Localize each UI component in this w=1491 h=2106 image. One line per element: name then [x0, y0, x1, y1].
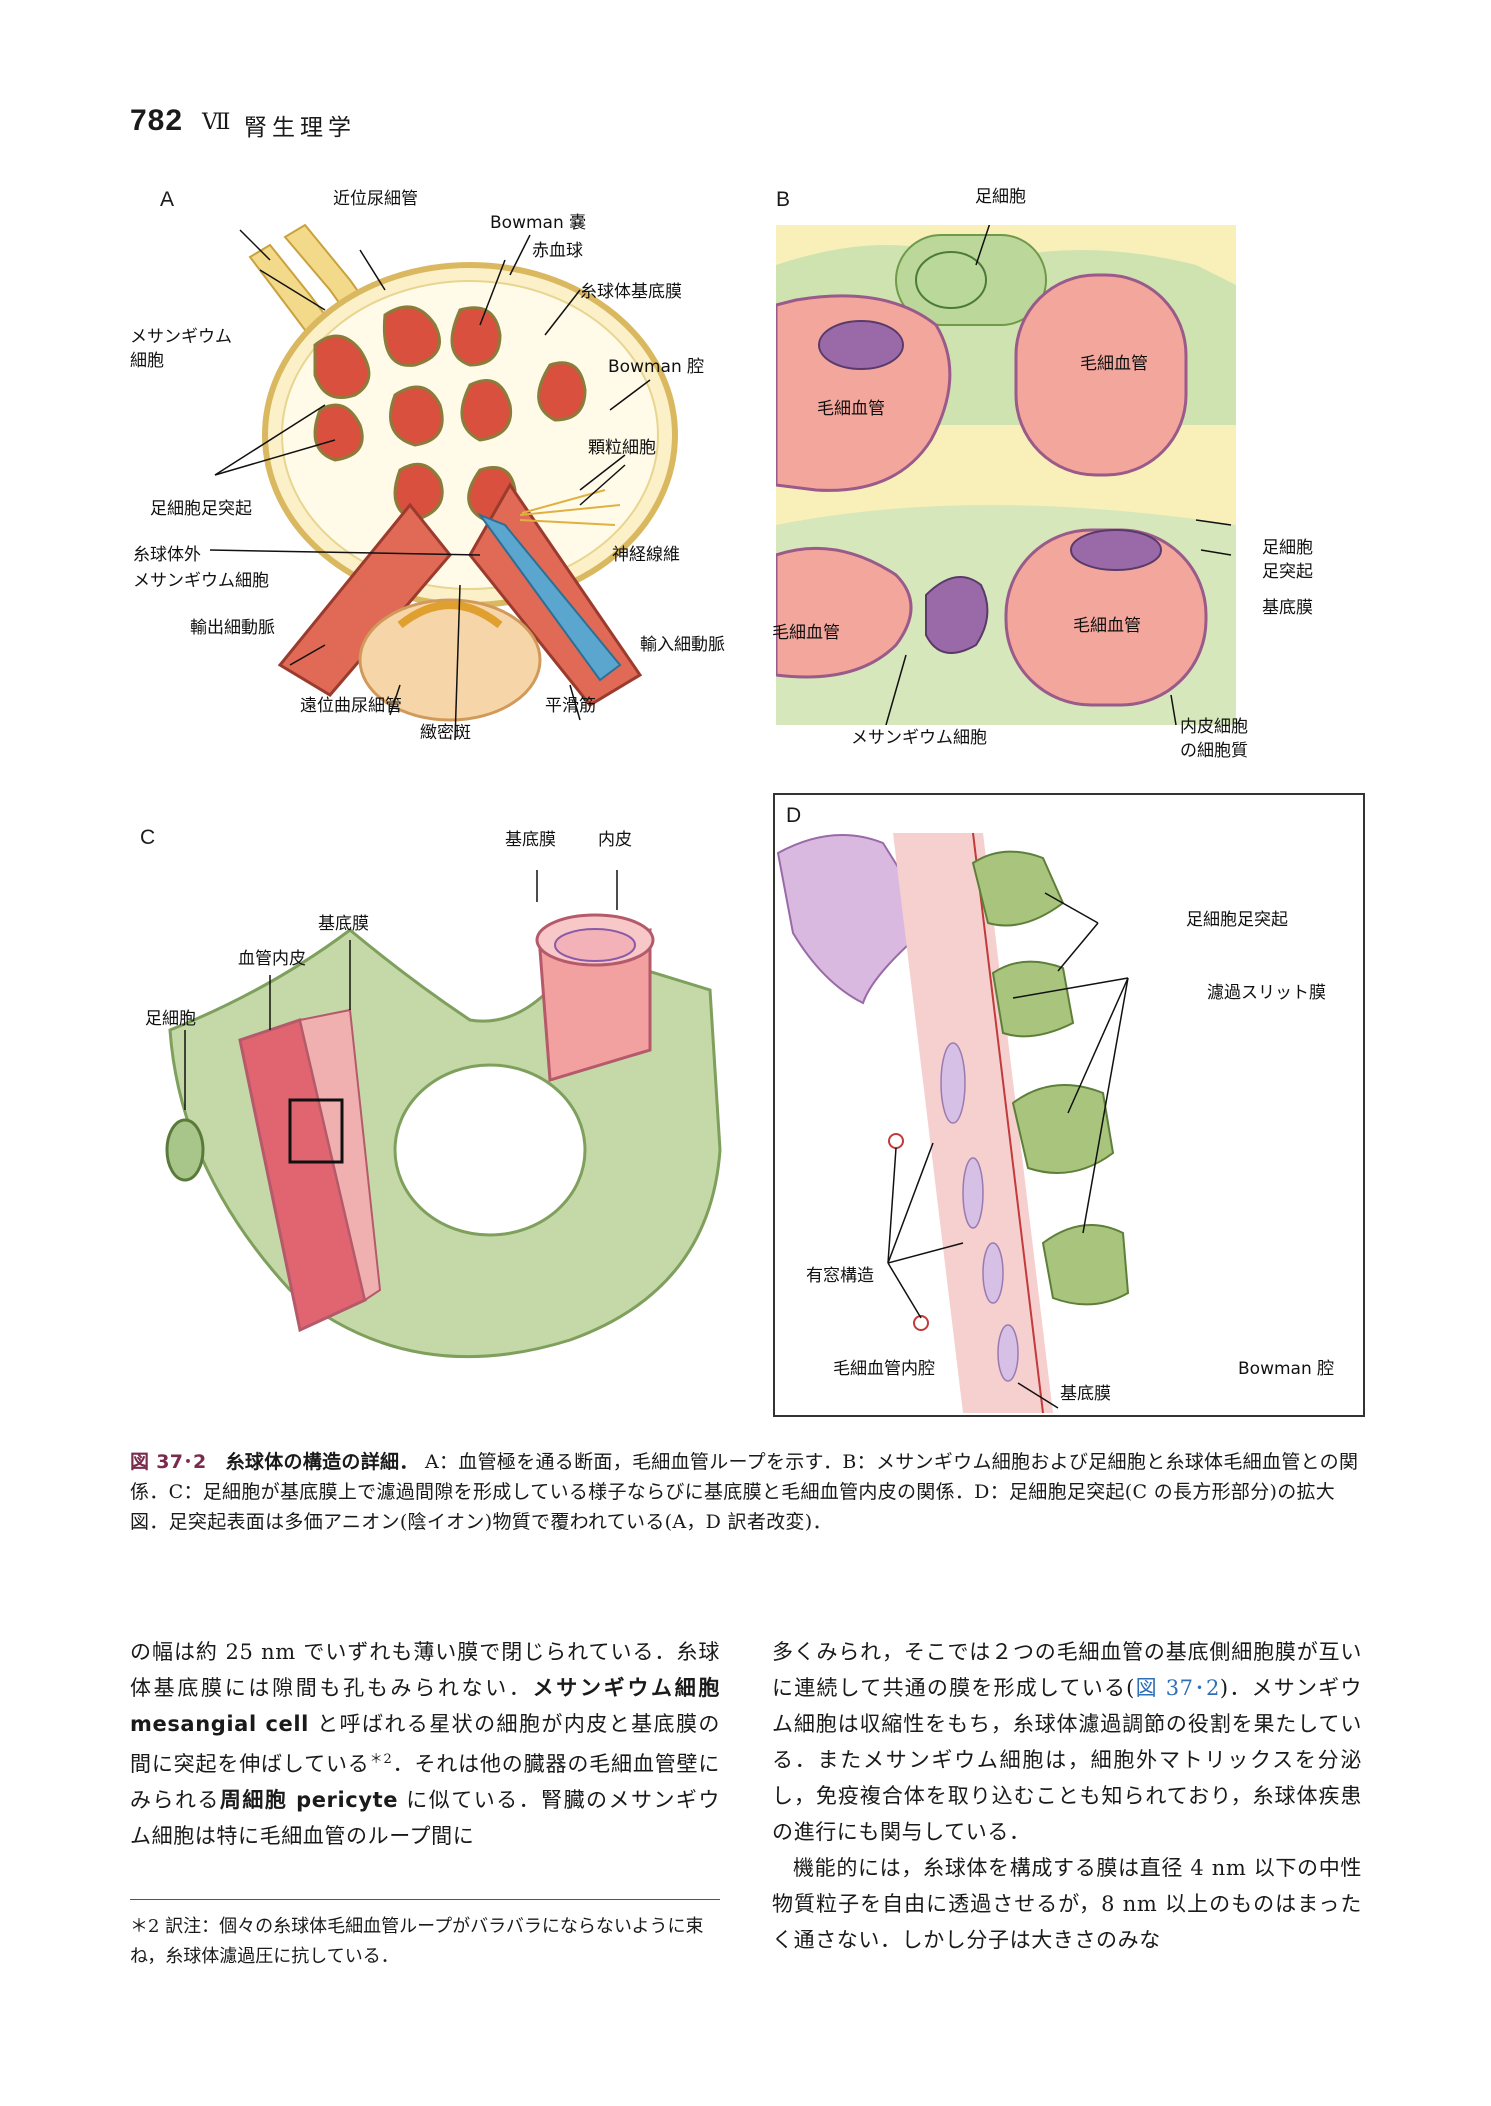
label-foot-process: 足細胞足突起 — [150, 499, 252, 519]
label-nerve-fiber: 神経線維 — [612, 545, 680, 565]
label-efferent-arteriole: 輸出細動脈 — [190, 618, 275, 638]
panel-c-illustration — [165, 870, 722, 1359]
label-c-basement-mid: 基底膜 — [318, 914, 369, 934]
label-bowman-capsule: Bowman 嚢 — [490, 213, 587, 233]
body-left-text-2: と呼ばれる星状の細胞が内皮と基底膜の間に突起を伸ばしている — [130, 1712, 720, 1776]
page-number: 782 — [130, 104, 184, 137]
body-right-text-2: )．メサンギウム細胞は収縮性をもち，糸球体濾過調節の役割を果たしている．またメサ… — [772, 1676, 1362, 1844]
label-capillary-1: 毛細血管 — [1080, 354, 1148, 374]
label-granular-cell: 顆粒細胞 — [588, 438, 656, 458]
panel-a-illustration — [209, 223, 678, 741]
label-c-podocyte: 足細胞 — [145, 1009, 196, 1029]
panel-c-label: C — [140, 826, 156, 849]
label-mesangial-2: 細胞 — [130, 351, 164, 371]
footnote-rule — [130, 1899, 720, 1900]
label-foot-1: 足細胞 — [1262, 538, 1313, 558]
label-extraglomerular-2: メサンギウム細胞 — [133, 571, 269, 591]
term-mesangial-cell: メサンギウム細胞 mesangial cell — [130, 1676, 720, 1736]
label-distal-tubule: 遠位曲尿細管 — [300, 696, 402, 716]
label-basement: 基底膜 — [1262, 598, 1313, 618]
label-macula-densa: 緻密斑 — [420, 723, 471, 743]
caption-title: 糸球体の構造の詳細． — [225, 1451, 419, 1473]
chapter-title: 腎生理学 — [244, 115, 356, 141]
body-left-text-3: ．それは他の臓器の毛細血管壁にみられる — [130, 1752, 720, 1812]
caption-number: 図 37･2 — [130, 1451, 207, 1473]
section-number: Ⅶ — [202, 110, 231, 135]
label-c-basement-top: 基底膜 — [505, 830, 556, 850]
panel-b-label: B — [776, 188, 791, 211]
label-endo-1: 内皮細胞 — [1180, 717, 1248, 737]
label-d-basement: 基底膜 — [1060, 1384, 1111, 1404]
panel-b-illustration — [776, 225, 1236, 725]
label-capillary-4: 毛細血管 — [1073, 616, 1141, 636]
label-c-endothelium: 内皮 — [598, 830, 632, 850]
footnote-ref[interactable]: ＊2 — [369, 1752, 393, 1767]
label-capillary-2: 毛細血管 — [817, 399, 885, 419]
label-smooth-muscle: 平滑筋 — [545, 696, 596, 716]
label-mesangial-1: メサンギウム — [130, 327, 232, 347]
label-extraglomerular-1: 糸球体外 — [133, 545, 201, 565]
panel-a-label: A — [160, 188, 175, 211]
label-d-bowman: Bowman 腔 — [1238, 1359, 1335, 1379]
label-endo-2: の細胞質 — [1180, 741, 1248, 761]
footnote: ＊2 訳注：個々の糸球体毛細血管ループがバラバラにならないように束ね，糸球体濾過… — [130, 1916, 704, 1967]
label-d-slit: 濾過スリット膜 — [1207, 983, 1326, 1003]
label-d-fenestra: 有窓構造 — [806, 1266, 874, 1286]
label-mesangial-cell: メサンギウム細胞 — [851, 728, 987, 748]
body-left-text-4: に似ている．腎臓のメサンギウム細胞は特に毛細血管のループ間に — [130, 1788, 720, 1848]
body-right-column: 多くみられ，そこでは２つの毛細血管の基底側細胞膜が互いに連続して共通の膜を形成し… — [772, 1634, 1362, 1958]
panel-d-illustration — [773, 793, 1365, 1417]
panel-d-label: D — [786, 804, 802, 827]
label-gbm: 糸球体基底膜 — [580, 282, 682, 302]
caption-text: A：血管極を通る断面，毛細血管ループを示す．B：メサンギウム細胞および足細胞と糸… — [130, 1451, 1359, 1533]
body-right-text-3: 機能的には，糸球体を構成する膜は直径 4 nm 以下の中性物質粒子を自由に透過さ… — [772, 1856, 1362, 1952]
body-left-column: の幅は約 25 nm でいずれも薄い膜で閉じられている．糸球体基底膜には隙間も孔… — [130, 1634, 720, 1854]
figure-caption: 図 37･2 糸球体の構造の詳細． A：血管極を通る断面，毛細血管ループを示す．… — [130, 1447, 1362, 1537]
label-podocyte: 足細胞 — [975, 187, 1026, 207]
label-d-foot-process: 足細胞足突起 — [1186, 910, 1288, 930]
label-afferent-arteriole: 輸入細動脈 — [640, 635, 725, 655]
label-capillary-3: 毛細血管 — [772, 623, 840, 643]
label-foot-2: 足突起 — [1262, 562, 1313, 582]
figure-ref-link[interactable]: 図 37･2 — [1134, 1676, 1220, 1700]
label-bowman-space: Bowman 腔 — [608, 357, 705, 377]
label-red-blood-cell: 赤血球 — [532, 241, 583, 261]
body-right-text-1: 多くみられ，そこでは２つの毛細血管の基底側細胞膜が互いに連続して共通の膜を形成し… — [772, 1640, 1362, 1700]
term-pericyte: 周細胞 pericyte — [219, 1788, 399, 1812]
label-d-lumen: 毛細血管内腔 — [833, 1359, 935, 1379]
label-c-vessel-endo: 血管内皮 — [238, 949, 306, 969]
label-proximal-tubule: 近位尿細管 — [333, 189, 418, 209]
body-left-text-1: の幅は約 25 nm でいずれも薄い膜で閉じられている．糸球体基底膜には隙間も孔… — [130, 1640, 720, 1700]
